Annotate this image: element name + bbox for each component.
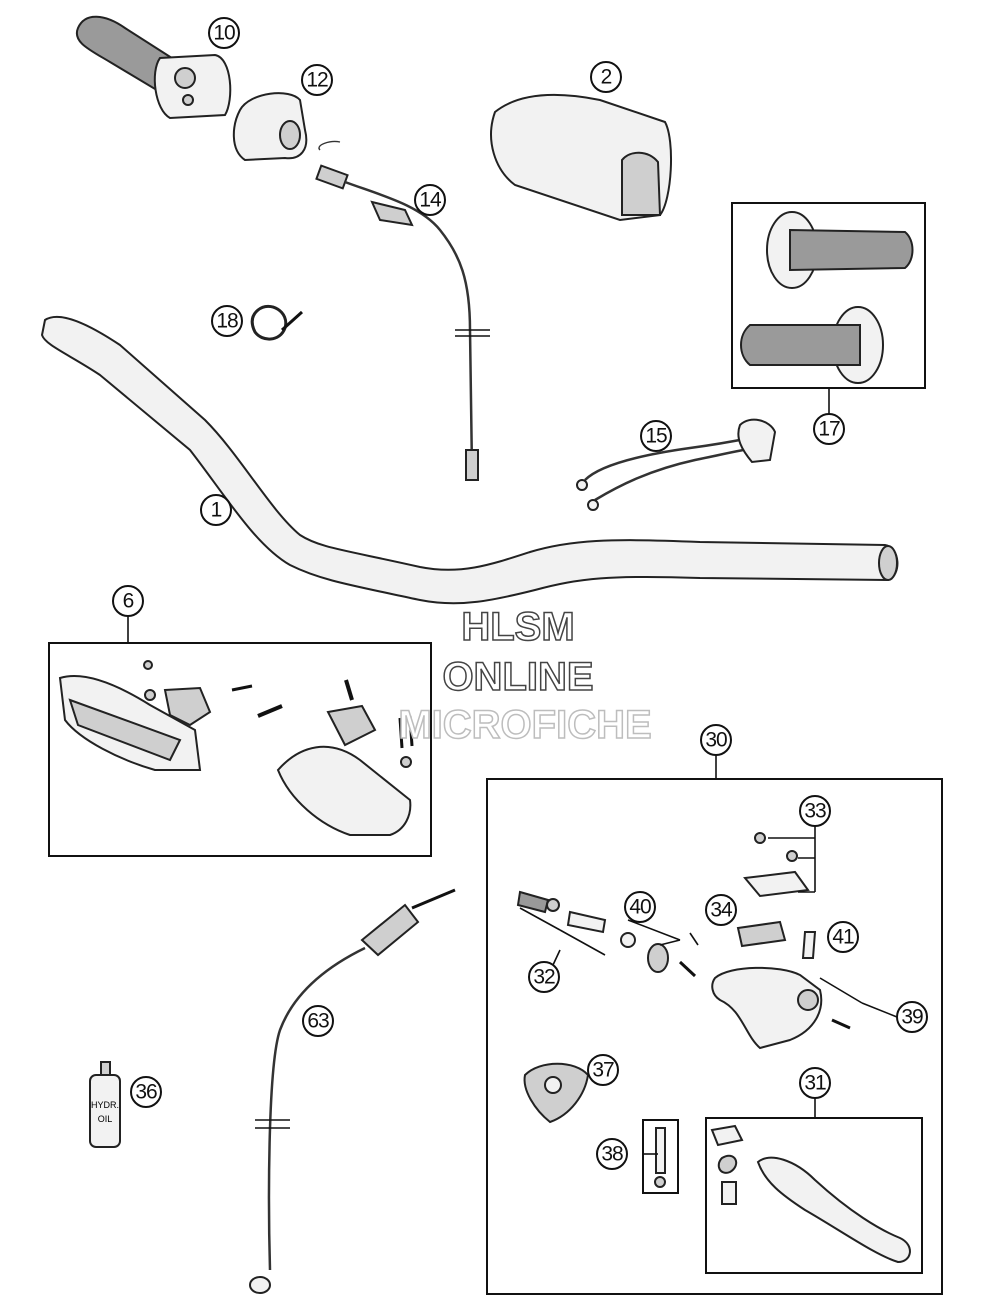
callout-15: 15 [640, 420, 672, 452]
callout-1-label: 1 [211, 499, 222, 522]
callout-18-label: 18 [216, 310, 238, 333]
watermark-line3: MICROFICHE [398, 703, 651, 747]
callout-31: 31 [799, 1067, 831, 1099]
callout-15-label: 15 [645, 425, 667, 448]
callout-41-label: 41 [832, 926, 854, 949]
callout-12-label: 12 [306, 69, 328, 92]
handlebar [40, 315, 899, 605]
hydraulic-oil-bottle: HYDR. OIL [89, 1061, 121, 1148]
callout-37-label: 37 [592, 1059, 614, 1082]
kill-switch-cable [315, 140, 490, 481]
callout-36: 36 [130, 1076, 162, 1108]
callout-2: 2 [590, 61, 622, 93]
callout-37: 37 [587, 1054, 619, 1086]
master-cylinder-box [486, 778, 943, 1295]
watermark-line2: ONLINE [442, 655, 593, 699]
callout-38-label: 38 [601, 1143, 623, 1166]
cable-tie [250, 304, 304, 341]
pin-set-box [642, 1119, 679, 1194]
callout-34-label: 34 [710, 899, 733, 922]
callout-31-label: 31 [804, 1072, 826, 1095]
callout-33: 33 [799, 795, 831, 827]
switch-assembly [576, 418, 777, 511]
bottle-label-line1: HYDR. [91, 1100, 119, 1110]
callout-33-label: 33 [804, 800, 826, 823]
callout-39: 39 [896, 1001, 928, 1033]
handlebar-pad [490, 94, 673, 222]
callout-38: 38 [596, 1138, 628, 1170]
callout-30-label: 30 [705, 729, 727, 752]
pin-set [654, 1127, 666, 1188]
callout-6: 6 [112, 585, 144, 617]
bottle-label-line2: OIL [98, 1114, 113, 1124]
brake-line [249, 888, 456, 1294]
callout-40-label: 40 [629, 896, 651, 919]
leader-lines [127, 389, 898, 1155]
brake-lever [710, 1124, 911, 1264]
callout-34: 34 [705, 894, 737, 926]
handguard-box [48, 642, 432, 857]
callout-2-label: 2 [601, 66, 612, 89]
callout-32-label: 32 [533, 966, 555, 989]
callout-14: 14 [414, 184, 446, 216]
callout-1: 1 [200, 494, 232, 526]
callout-10-label: 10 [213, 22, 235, 45]
callout-14-label: 14 [419, 189, 442, 212]
watermark: HLSM ONLINE MICROFICHE [398, 604, 653, 748]
callout-12: 12 [301, 64, 333, 96]
throttle-cover [232, 92, 308, 162]
callout-63-label: 63 [307, 1010, 329, 1033]
callout-30: 30 [700, 724, 732, 756]
callout-40: 40 [624, 891, 656, 923]
callout-18: 18 [211, 305, 243, 337]
callout-39-label: 39 [901, 1006, 923, 1029]
grip-set [740, 211, 914, 384]
throttle-grip [75, 15, 232, 120]
handguard-kit [58, 660, 414, 836]
master-cylinder-parts [516, 832, 851, 1124]
callout-41: 41 [827, 921, 859, 953]
grip-set-box [731, 202, 926, 389]
callout-6-label: 6 [123, 590, 134, 613]
callout-36-label: 36 [135, 1081, 157, 1104]
watermark-line1: HLSM [461, 605, 574, 649]
callout-17: 17 [813, 413, 845, 445]
callout-17-label: 17 [818, 418, 840, 441]
callout-32: 32 [528, 961, 560, 993]
callout-63: 63 [302, 1005, 334, 1037]
callout-10: 10 [208, 17, 240, 49]
brake-lever-box [705, 1117, 923, 1274]
